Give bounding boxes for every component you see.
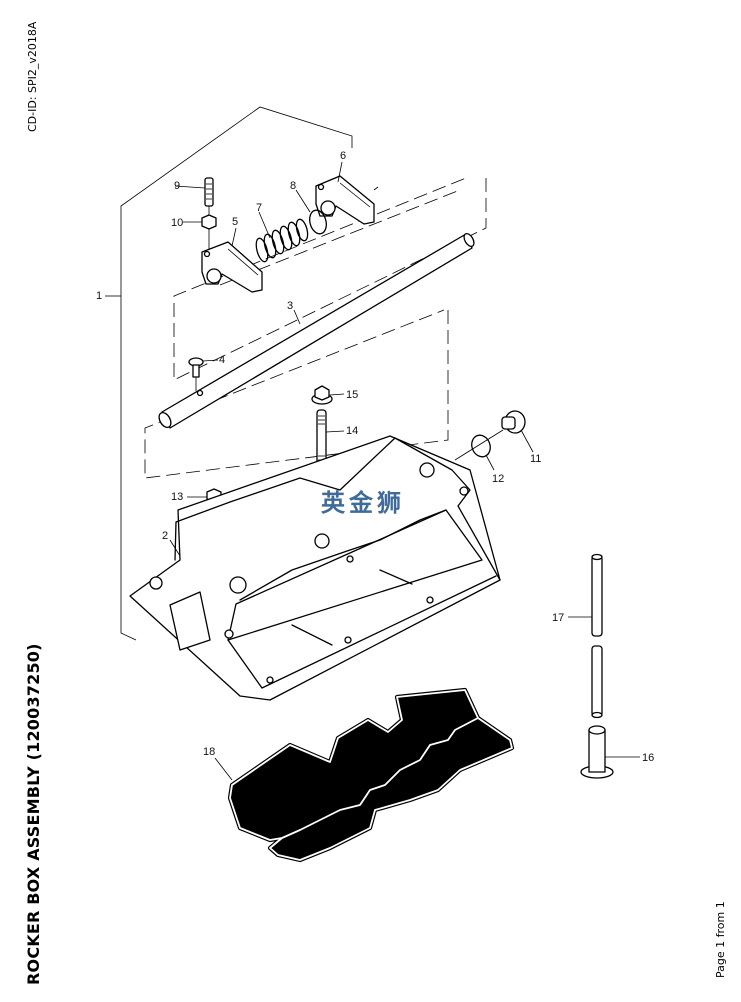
shaft-screw <box>188 357 204 391</box>
callout-labels: 1 2 3 4 5 6 7 8 9 10 11 12 13 14 15 16 1… <box>96 150 654 764</box>
push-rod <box>591 553 603 719</box>
seal-ring <box>454 429 504 461</box>
callout-17: 17 <box>552 612 564 624</box>
callout-13: 13 <box>171 491 183 503</box>
callout-6: 6 <box>340 150 346 162</box>
callout-10: 10 <box>171 217 183 229</box>
callout-11: 11 <box>530 453 541 465</box>
watermark-text: 英金狮 <box>321 489 405 517</box>
callout-15: 15 <box>346 389 358 401</box>
callout-18: 18 <box>203 746 215 758</box>
assembly-bracket <box>105 106 353 641</box>
adjusting-screw <box>204 177 214 215</box>
rocker-cover-gasket <box>230 690 512 860</box>
callout-9: 9 <box>174 180 180 192</box>
construction-lines <box>144 177 487 479</box>
tappet <box>580 725 614 779</box>
callout-16: 16 <box>642 752 654 764</box>
rocker-spring <box>255 218 309 263</box>
callout-2: 2 <box>162 530 168 542</box>
circlip <box>309 209 327 235</box>
callout-5: 5 <box>232 216 238 228</box>
callout-12: 12 <box>492 473 504 485</box>
plug <box>501 410 526 434</box>
rocker-cover-housing <box>129 435 501 701</box>
rocker-shaft <box>158 232 475 429</box>
callout-1: 1 <box>96 290 102 302</box>
flange-nut <box>311 385 333 405</box>
callout-8: 8 <box>290 180 296 192</box>
adjusting-nut <box>201 214 217 250</box>
rocker-arm-left <box>201 241 263 293</box>
callout-14: 14 <box>346 425 358 437</box>
leader-lines <box>169 161 640 781</box>
callout-4: 4 <box>219 354 225 366</box>
callout-7: 7 <box>256 202 262 214</box>
callout-3: 3 <box>287 300 293 312</box>
